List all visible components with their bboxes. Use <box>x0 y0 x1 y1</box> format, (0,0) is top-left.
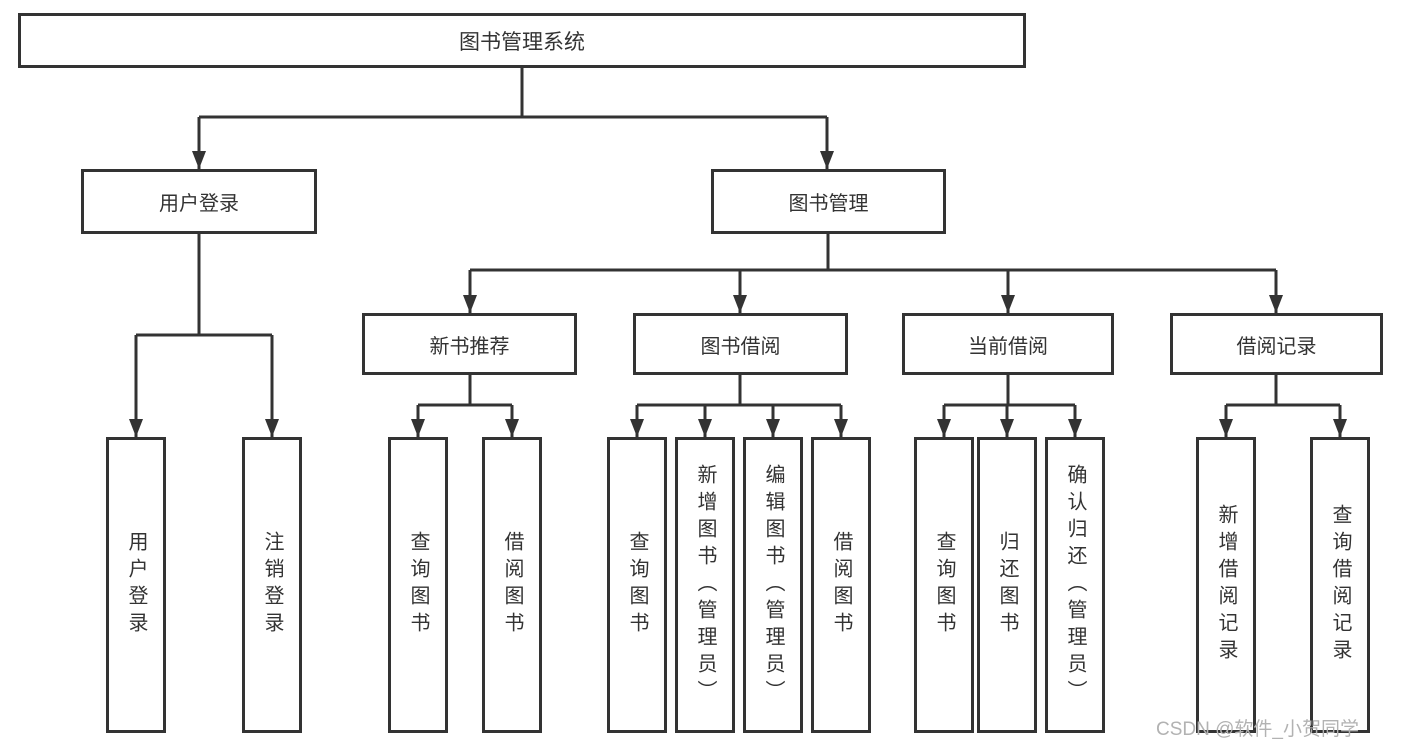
leaf-confirm-return-admin: 确认归还（管理员） <box>1045 437 1105 733</box>
connector-newbook-to-leaves <box>416 375 514 437</box>
leaf-label: 新增图书（管理员） <box>694 463 716 707</box>
connector-root-to-level1 <box>197 68 829 169</box>
leaf-label: 注销登录 <box>261 531 283 639</box>
node-library-system-root: 图书管理系统 <box>18 13 1026 68</box>
node-label: 图书管理 <box>788 193 869 215</box>
connector-management-to-level2 <box>468 234 1278 313</box>
leaf-user-login: 用户登录 <box>106 437 166 733</box>
leaf-label: 用户登录 <box>125 531 147 639</box>
node-label: 用户登录 <box>159 193 239 215</box>
node-book-borrowing: 图书借阅 <box>633 313 848 375</box>
leaf-label: 借阅图书 <box>501 531 523 639</box>
leaf-borrow-books: 借阅图书 <box>811 437 871 733</box>
leaf-query-borrow-record: 查询借阅记录 <box>1310 437 1370 733</box>
node-label: 图书管理系统 <box>459 30 585 54</box>
connector-userlogin-to-leaves <box>134 234 274 437</box>
leaf-label: 查询图书 <box>626 531 648 639</box>
node-label: 借阅记录 <box>1236 335 1317 358</box>
arrowheads <box>129 151 1347 437</box>
leaf-label: 编辑图书（管理员） <box>762 463 784 707</box>
node-borrowing-records: 借阅记录 <box>1170 313 1383 375</box>
leaf-add-books-admin: 新增图书（管理员） <box>675 437 735 733</box>
leaf-logout: 注销登录 <box>242 437 302 733</box>
node-new-book-recommend: 新书推荐 <box>362 313 577 375</box>
leaf-label: 查询图书 <box>407 531 429 639</box>
node-current-borrowing: 当前借阅 <box>902 313 1114 375</box>
leaf-label: 借阅图书 <box>830 531 852 639</box>
leaf-label: 新增借阅记录 <box>1215 504 1237 666</box>
leaf-label: 归还图书 <box>996 531 1018 639</box>
leaf-add-borrow-record: 新增借阅记录 <box>1196 437 1256 733</box>
connector-bookborrow-to-leaves <box>635 375 843 437</box>
node-label: 新书推荐 <box>429 335 510 358</box>
leaf-edit-books-admin: 编辑图书（管理员） <box>743 437 803 733</box>
leaf-query-books: 查询图书 <box>914 437 974 733</box>
leaf-query-books: 查询图书 <box>388 437 448 733</box>
leaf-borrow-books: 借阅图书 <box>482 437 542 733</box>
leaf-label: 确认归还（管理员） <box>1064 463 1086 707</box>
connector-records-to-leaves <box>1224 375 1342 437</box>
node-user-login: 用户登录 <box>81 169 317 234</box>
leaf-label: 查询图书 <box>933 531 955 639</box>
node-book-management: 图书管理 <box>711 169 946 234</box>
csdn-watermark: CSDN @软件_小贺同学 <box>1156 719 1359 740</box>
leaf-return-books: 归还图书 <box>977 437 1037 733</box>
leaf-query-books: 查询图书 <box>607 437 667 733</box>
node-label: 当前借阅 <box>968 335 1048 358</box>
node-label: 图书借阅 <box>700 335 781 358</box>
leaf-label: 查询借阅记录 <box>1329 504 1351 666</box>
